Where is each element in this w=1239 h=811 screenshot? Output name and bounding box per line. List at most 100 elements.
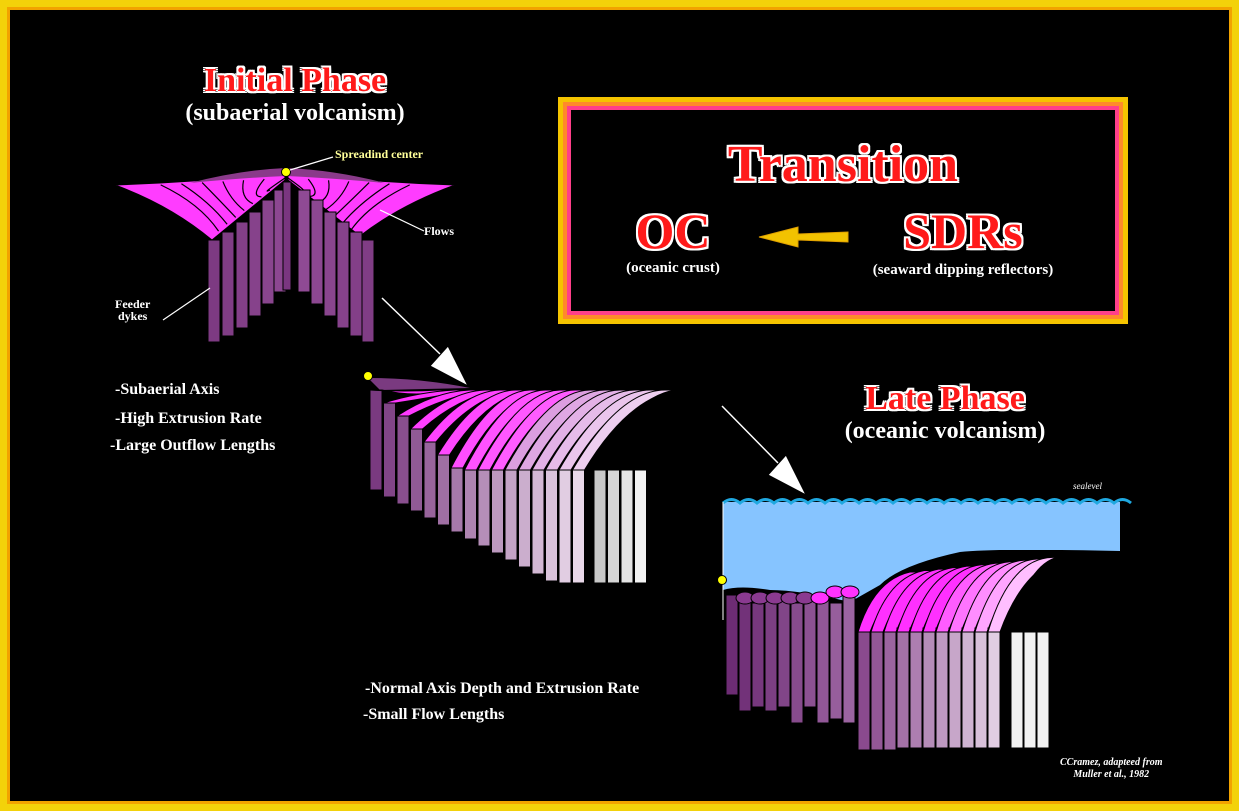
dyke-column — [504, 469, 518, 561]
flow-arrows — [381, 297, 808, 497]
dyke-column — [987, 627, 1001, 749]
dyke-column — [491, 469, 504, 554]
dyke-column — [558, 469, 572, 584]
sealevel-label: sealevel — [1073, 481, 1102, 491]
dyke-column — [593, 469, 607, 584]
feeder-dyke — [297, 189, 311, 293]
sea-water — [723, 502, 1120, 550]
flow-line — [266, 177, 286, 192]
flow-line — [325, 181, 350, 211]
dyke-column — [842, 594, 856, 724]
spreading-leader — [289, 156, 334, 171]
feeder-dykes-label: Feeder dykes — [115, 298, 150, 322]
dyke-column — [1036, 627, 1050, 749]
dyke-column — [870, 629, 884, 751]
feeder-dyke — [221, 231, 235, 337]
dyke-column — [816, 598, 830, 724]
initial-note-2: -High Extrusion Rate — [115, 410, 262, 427]
feeder-dyke — [349, 231, 363, 337]
feeder-dyke — [261, 199, 275, 305]
transition-title: Transition — [727, 136, 959, 193]
dyke-column — [477, 469, 491, 547]
feeder-dyke — [361, 239, 375, 343]
pillow-lava — [810, 591, 830, 605]
axis-dot — [363, 371, 373, 381]
arrow-left-icon — [758, 226, 849, 248]
initial-phase-title: Initial Phase — [203, 62, 387, 99]
flow-line — [181, 183, 228, 225]
initial-note-3: -Large Outflow Lengths — [110, 437, 276, 454]
late-phase-block — [717, 498, 1132, 751]
dyke-column — [725, 594, 739, 696]
dyke-column — [1023, 627, 1037, 749]
initial-phase-block — [114, 156, 456, 343]
flow-line — [350, 184, 410, 230]
initial-note-1: -Subaerial Axis — [115, 381, 220, 398]
dyke-column — [410, 428, 423, 512]
dyke-column — [620, 469, 634, 584]
dyke-column — [922, 627, 936, 749]
late-note-1: -Normal Axis Depth and Extrusion Rate — [365, 680, 640, 697]
arrow-line-1 — [381, 297, 441, 355]
dyke-column — [948, 627, 962, 749]
dyke-column — [777, 598, 791, 708]
flow-line — [333, 182, 370, 217]
arrow-head-2 — [767, 454, 808, 497]
feeder-dyke — [323, 211, 337, 317]
dyke-column — [764, 594, 778, 712]
dyke-column — [829, 602, 843, 720]
transition-box: Transition OC (oceanic crust) SDRs (seaw… — [558, 97, 1128, 324]
dyke-column — [572, 469, 585, 584]
feeder-dyke — [310, 199, 324, 305]
dyke-column — [909, 627, 923, 749]
feeder-dyke — [336, 221, 350, 329]
dyke-column — [857, 629, 871, 751]
dyke-column — [751, 602, 765, 708]
central-dyke — [282, 181, 292, 291]
flow-line — [342, 183, 390, 224]
sdrs-sublabel: (seaward dipping reflectors) — [872, 262, 1054, 278]
dyke-column — [961, 627, 975, 749]
credit-line-2: Muller et al., 1982 — [1073, 769, 1150, 780]
arrow-head-1 — [429, 345, 470, 388]
credit-line-1: CCramez, adapteed from — [1060, 757, 1163, 768]
intermediate-phase-block — [363, 371, 740, 584]
flow-line — [201, 182, 237, 218]
feeder-label-line1: Feeder — [115, 297, 151, 311]
sdrs-label: SDRs — [903, 203, 1023, 259]
feeder-dyke — [248, 211, 262, 317]
flow-line — [255, 178, 265, 198]
flow-line — [222, 181, 245, 212]
dyke-column — [423, 441, 437, 519]
dyke-column — [738, 598, 752, 712]
late-note-2: -Small Flow Lengths — [363, 706, 505, 723]
pillow-lava — [840, 585, 860, 599]
flow-line — [160, 184, 220, 232]
dyke-column — [974, 627, 988, 749]
feeder-dyke — [207, 239, 221, 343]
dyke-column — [369, 389, 383, 491]
dyke-column — [607, 469, 620, 584]
oc-sublabel: (oceanic crust) — [626, 260, 720, 276]
dyke-column — [1010, 627, 1024, 749]
dyke-column — [634, 469, 647, 584]
lava-flow — [1036, 552, 1110, 633]
dyke-column — [545, 469, 558, 582]
flows-leader — [379, 209, 425, 232]
initial-phase-subtitle: (subaerial volcanism) — [185, 100, 405, 126]
dyke-column — [896, 627, 910, 749]
sea-surface-waves — [722, 498, 1132, 505]
lava-flow — [633, 389, 740, 471]
dyke-column — [518, 469, 531, 568]
dyke-column — [464, 469, 477, 540]
dyke-column — [531, 469, 545, 575]
dyke-column — [935, 627, 949, 749]
late-phase-title: Late Phase — [865, 380, 1025, 417]
dyke-column — [883, 629, 897, 751]
dyke-column — [437, 454, 450, 526]
feeder-label-line2: dykes — [117, 309, 148, 323]
dyke-column — [396, 415, 410, 505]
flows-label: Flows — [424, 224, 454, 238]
spreading-center-dot — [281, 167, 291, 177]
